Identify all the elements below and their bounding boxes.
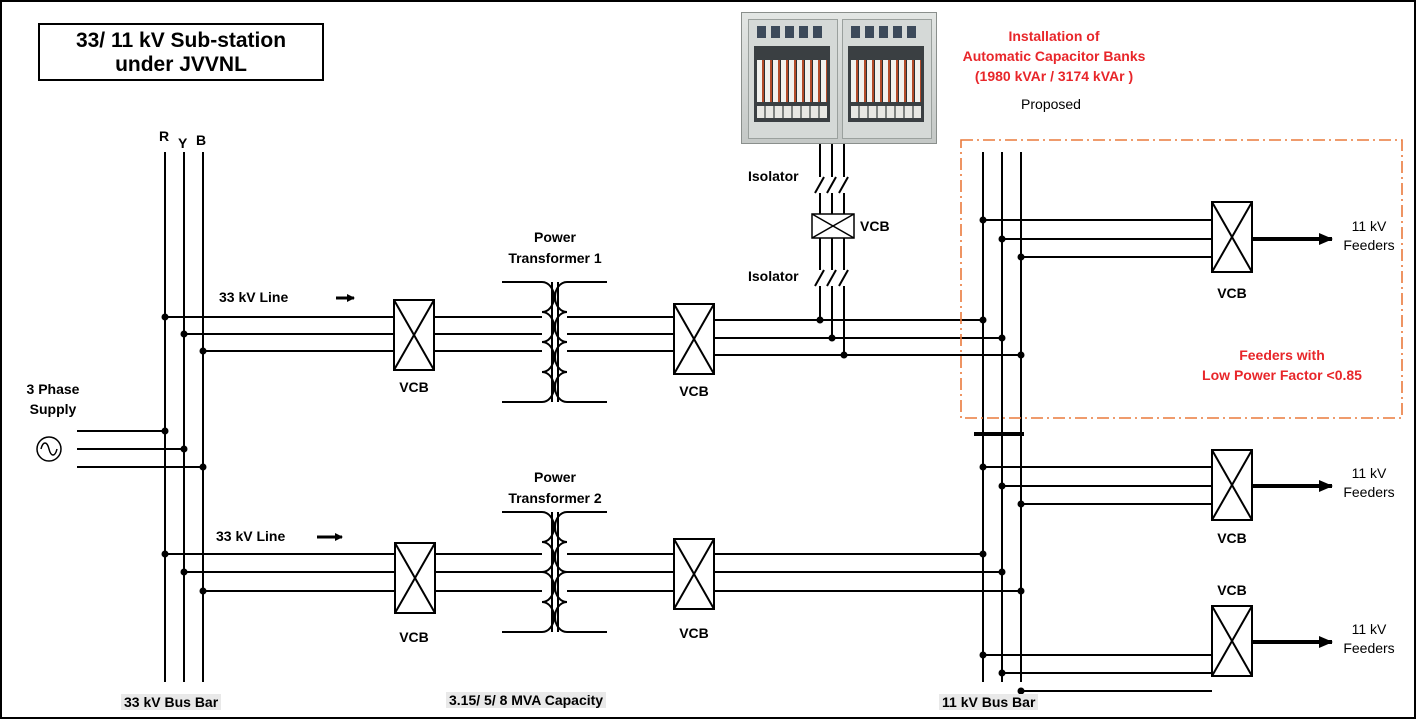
title-box: 33/ 11 kV Sub-station under JVVNL	[38, 23, 324, 81]
feeder-3-line-2: Feeders	[1343, 640, 1395, 656]
vcb-upper-33kv	[393, 299, 435, 371]
capacitor-bank-title: Installation of Automatic Capacitor Bank…	[963, 26, 1146, 86]
t2-secondary	[567, 553, 1021, 592]
title-line-1: 33/ 11 kV Sub-station	[75, 29, 287, 52]
power-transformer-1	[502, 281, 607, 403]
vcb-feeder-2-label: VCB	[1217, 530, 1247, 546]
supply-wires	[77, 430, 203, 468]
capacitor-bank-panel	[741, 12, 937, 144]
feeder-1-line-1: 11 kV	[1351, 218, 1387, 234]
feeder-group-1-wires	[983, 219, 1212, 258]
capacitor-title-line-3: (1980 kVAr / 3174 kVAr )	[974, 68, 1134, 84]
vcb-lower-33kv	[394, 542, 436, 614]
feeder-2-line-2: Feeders	[1343, 484, 1395, 500]
vcb-lower-33kv-label: VCB	[399, 629, 429, 645]
power-transformer-2	[502, 511, 607, 633]
vcb-upper-33kv-label: VCB	[399, 379, 429, 395]
transformer-2-line-2: Transformer 2	[508, 490, 602, 506]
supply-line-2: Supply	[29, 401, 77, 417]
vcb-feeder-2	[1211, 449, 1253, 521]
feeder-group-3-wires	[983, 654, 1212, 692]
proposed-label: Proposed	[1021, 96, 1081, 112]
vcb-feeder-1-label: VCB	[1217, 285, 1247, 301]
t1-secondary	[567, 316, 1021, 356]
isolator-upper-label: Isolator	[748, 168, 799, 184]
transformer-2-line-1: Power	[533, 469, 576, 485]
bus-33kv	[164, 152, 204, 682]
transformer-1-line-2: Transformer 1	[508, 250, 602, 266]
low-pf-region	[960, 139, 1403, 419]
phase-r-label: R	[159, 128, 170, 144]
vcb-upper-11kv-label: VCB	[679, 383, 709, 399]
bus-11kv-label: 11 kV Bus Bar	[939, 694, 1039, 710]
low-pf-line-2: Low Power Factor <0.85	[1202, 367, 1362, 383]
vcb-feeder-1	[1211, 201, 1253, 273]
isolator-lower-label: Isolator	[748, 268, 799, 284]
vcb-upper-11kv	[673, 303, 715, 375]
feeder-group-2-wires	[983, 466, 1212, 505]
phase-y-label: Y	[178, 135, 188, 151]
low-pf-line-1: Feeders with	[1239, 347, 1325, 363]
junction-dots	[161, 216, 1025, 695]
supply-label: 3 Phase Supply	[27, 379, 80, 419]
lower-line-label: 33 kV Line	[216, 528, 286, 544]
bus-11kv	[974, 152, 1024, 682]
feeder-2-label: 11 kV Feeders	[1343, 464, 1394, 502]
title-line-2: under JVVNL	[115, 53, 247, 76]
vcb-lower-11kv-label: VCB	[679, 625, 709, 641]
feeder-1-label: 11 kV Feeders	[1343, 217, 1394, 255]
capacity-label: 3.15/ 5/ 8 MVA Capacity	[446, 692, 607, 708]
capacitor-title-line-2: Automatic Capacitor Banks	[962, 48, 1146, 64]
transformer-1-line-1: Power	[533, 229, 576, 245]
bus-33kv-label: 33 kV Bus Bar	[121, 694, 222, 710]
upper-33kv-line	[165, 316, 542, 352]
vcb-feeder-3	[1211, 605, 1253, 677]
vcb-lower-11kv	[673, 538, 715, 610]
capacitor-title-line-1: Installation of	[1008, 28, 1100, 44]
upper-line-label: 33 kV Line	[219, 289, 289, 305]
lower-33kv-line	[165, 553, 542, 592]
feeder-2-line-1: 11 kV	[1351, 465, 1387, 481]
supply-line-1: 3 Phase	[26, 381, 80, 397]
transformer-1-label: Power Transformer 1	[508, 227, 601, 269]
feeder-3-line-1: 11 kV	[1351, 621, 1387, 637]
feeder-3-label: 11 kV Feeders	[1343, 620, 1394, 658]
feeder-1-line-2: Feeders	[1343, 237, 1395, 253]
phase-b-label: B	[196, 132, 207, 148]
ac-source-icon	[36, 436, 62, 462]
capacitor-branch	[811, 144, 855, 355]
vcb-capacitor-label: VCB	[860, 218, 890, 234]
low-pf-label: Feeders with Low Power Factor <0.85	[1202, 345, 1362, 385]
vcb-feeder-3-label: VCB	[1217, 582, 1247, 598]
transformer-2-label: Power Transformer 2	[508, 467, 601, 509]
